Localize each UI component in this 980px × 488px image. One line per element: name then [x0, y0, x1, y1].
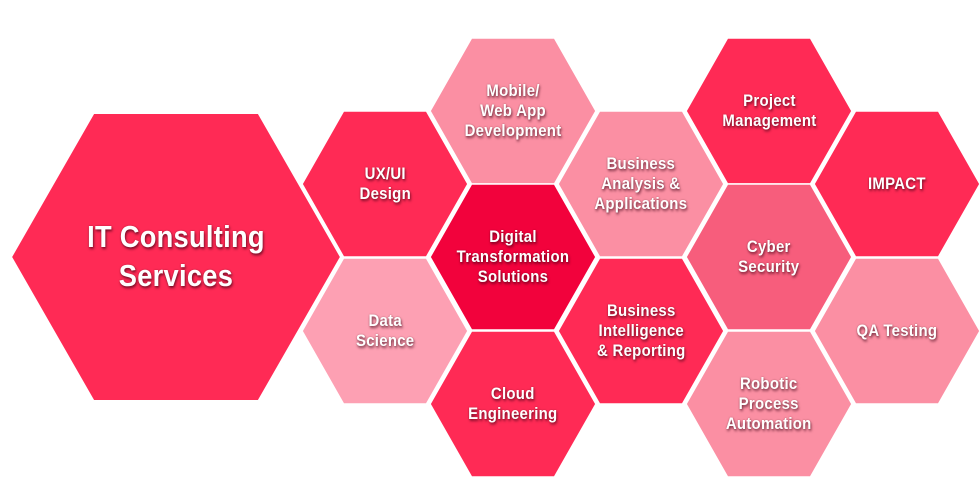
- hexagon-shape: [558, 111, 724, 257]
- hex-label: Cyber Security: [738, 236, 800, 276]
- hex-label: Digital Transformation Solutions: [456, 226, 570, 287]
- hex-label: Robotic Process Automation: [726, 373, 812, 434]
- hex-digital-transformation-solutions: Digital Transformation Solutions: [430, 184, 596, 330]
- hexagon-shape: [430, 184, 596, 330]
- hex-robotic-process-automation: Robotic Process Automation: [686, 331, 852, 477]
- hex-business-intelligence-reporting: Business Intelligence & Reporting: [558, 258, 724, 404]
- hex-impact: IMPACT: [814, 111, 980, 257]
- hex-it-consulting-services: IT Consulting Services: [11, 113, 341, 401]
- hex-label: Business Analysis & Applications: [594, 153, 688, 214]
- hex-mobile-web-app-development: Mobile/ Web App Development: [430, 38, 596, 184]
- hexagon-shape: [302, 111, 468, 257]
- hexagon-shape: [814, 111, 980, 257]
- hex-cyber-security: Cyber Security: [686, 184, 852, 330]
- hex-label: Business Intelligence & Reporting: [596, 300, 686, 361]
- hex-project-management: Project Management: [686, 38, 852, 184]
- hex-label: IMPACT: [868, 173, 926, 193]
- hexagon-shape: [302, 258, 468, 404]
- hex-label: QA Testing: [856, 320, 938, 340]
- hexagon-shape: [814, 258, 980, 404]
- hexagon-shape: [11, 113, 341, 401]
- hexagon-shape: [686, 184, 852, 330]
- hex-label: UX/UI Design: [359, 163, 411, 203]
- hex-data-science: Data Science: [302, 258, 468, 404]
- hexagon-shape: [558, 258, 724, 404]
- hex-cloud-engineering: Cloud Engineering: [430, 331, 596, 477]
- hex-label: Mobile/ Web App Development: [464, 80, 562, 141]
- hex-label: Data Science: [355, 310, 415, 350]
- hex-label: Project Management: [721, 90, 817, 130]
- hex-qa-testing: QA Testing: [814, 258, 980, 404]
- hex-business-analysis-applications: Business Analysis & Applications: [558, 111, 724, 257]
- hexagon-shape: [686, 331, 852, 477]
- hex-ux-ui-design: UX/UI Design: [302, 111, 468, 257]
- hexagon-shape: [430, 331, 596, 477]
- hex-label: IT Consulting Services: [87, 219, 265, 293]
- hex-label: Cloud Engineering: [468, 383, 558, 423]
